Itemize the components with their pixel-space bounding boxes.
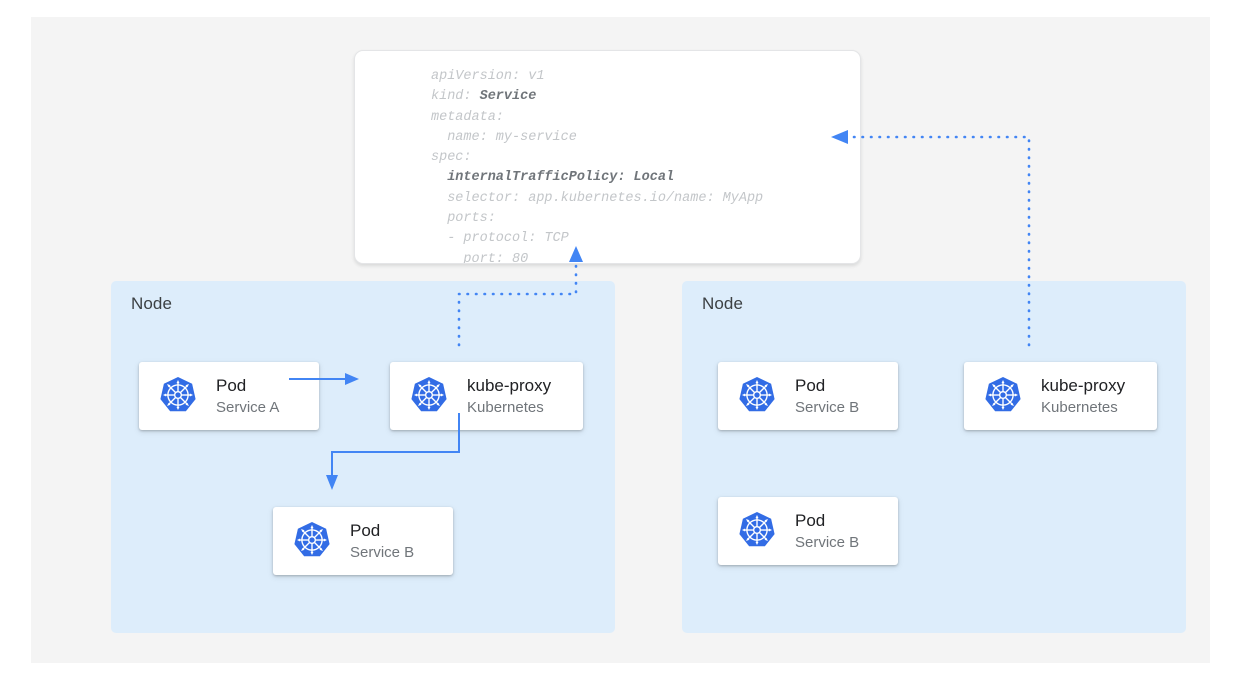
- card-subtitle: Service B: [350, 543, 415, 561]
- card-text: Pod Service A: [216, 375, 279, 418]
- card-text: kube-proxy Kubernetes: [467, 375, 551, 418]
- yaml-line: metadata:: [431, 109, 504, 125]
- yaml-emphasis: internalTrafficPolicy: Local: [447, 170, 675, 186]
- kubernetes-icon: [157, 375, 199, 417]
- card-title: Pod: [350, 520, 381, 540]
- yaml-line: - protocol: TCP: [431, 231, 569, 247]
- yaml-line: internalTrafficPolicy: Local: [431, 168, 763, 188]
- card-title: Pod: [795, 375, 826, 395]
- card-subtitle: Kubernetes: [1041, 398, 1118, 416]
- card-subtitle: Kubernetes: [467, 398, 544, 416]
- kubernetes-icon: [291, 520, 333, 562]
- kubernetes-icon: [736, 510, 778, 552]
- card-subtitle: Service A: [216, 398, 280, 416]
- diagram-canvas: apiVersion: v1 kind: Service metadata: nam…: [31, 17, 1210, 663]
- yaml-line: apiVersion: v1: [431, 69, 545, 84]
- card-title: Pod: [216, 375, 247, 395]
- card-text: Pod Service B: [795, 510, 859, 553]
- card-kube-proxy-left[interactable]: kube-proxy Kubernetes: [390, 362, 583, 430]
- card-title: kube-proxy: [467, 375, 552, 395]
- kubernetes-icon: [736, 375, 778, 417]
- card-kube-proxy-right[interactable]: kube-proxy Kubernetes: [964, 362, 1157, 430]
- card-title: Pod: [795, 510, 826, 530]
- card-pod-service-b-left[interactable]: Pod Service B: [273, 507, 453, 575]
- yaml-line: name: my-service: [431, 129, 577, 145]
- card-text: Pod Service B: [795, 375, 859, 418]
- node-label-left: Node: [131, 294, 173, 313]
- card-pod-service-a[interactable]: Pod Service A: [139, 362, 319, 430]
- yaml-line: ports:: [431, 211, 496, 227]
- card-pod-service-b-right-bottom[interactable]: Pod Service B: [718, 497, 898, 565]
- yaml-line: selector: app.kubernetes.io/name: MyApp: [431, 190, 764, 206]
- kubernetes-icon: [982, 375, 1024, 417]
- yaml-line: kind: Service: [431, 89, 537, 105]
- yaml-line: spec:: [431, 150, 472, 166]
- node-label-right: Node: [702, 294, 744, 313]
- service-manifest-code: apiVersion: v1 kind: Service metadata: nam…: [431, 67, 764, 264]
- service-manifest-panel: apiVersion: v1 kind: Service metadata: nam…: [354, 50, 861, 264]
- card-pod-service-b-right-top[interactable]: Pod Service B: [718, 362, 898, 430]
- yaml-line: port: 80: [431, 251, 529, 264]
- card-subtitle: Service B: [795, 533, 860, 551]
- card-title: kube-proxy: [1041, 375, 1126, 395]
- node-container-left: Node: [111, 281, 615, 633]
- yaml-emphasis: Service: [479, 89, 537, 105]
- node-container-right: Node: [682, 281, 1186, 633]
- card-text: kube-proxy Kubernetes: [1041, 375, 1125, 418]
- kubernetes-icon: [408, 375, 450, 417]
- card-subtitle: Service B: [795, 398, 860, 416]
- card-text: Pod Service B: [350, 520, 414, 563]
